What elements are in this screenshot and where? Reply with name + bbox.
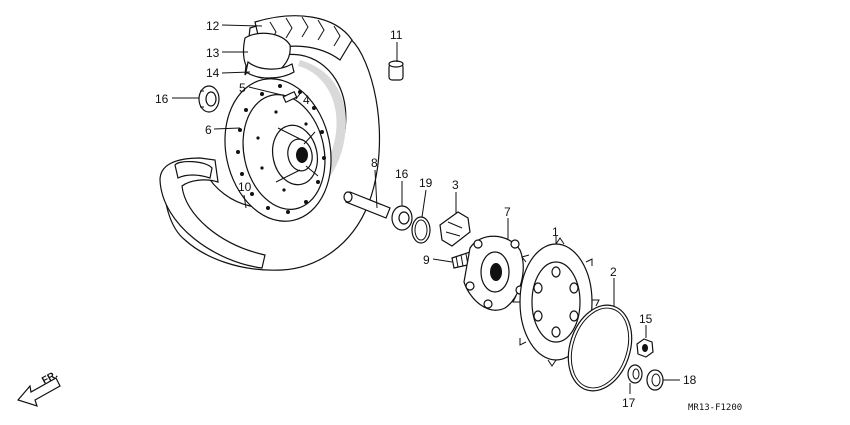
rim-band bbox=[245, 60, 295, 79]
callout-10: 10 bbox=[238, 180, 252, 194]
callout-16-middle: 16 bbox=[395, 167, 409, 181]
callout-2: 2 bbox=[610, 265, 617, 279]
callout-16-left: 16 bbox=[155, 92, 169, 106]
callout-11: 11 bbox=[390, 28, 403, 42]
callout-13: 13 bbox=[206, 46, 220, 60]
callout-15: 15 bbox=[639, 312, 653, 326]
leader-lines bbox=[172, 24, 680, 394]
bearing-left bbox=[198, 85, 220, 113]
chain-ring bbox=[567, 304, 633, 392]
callout-19: 19 bbox=[419, 176, 433, 190]
callout-17: 17 bbox=[622, 396, 636, 410]
diagram-code: MR13-F1200 bbox=[688, 403, 742, 413]
valve-stem bbox=[282, 90, 298, 104]
callout-18: 18 bbox=[683, 373, 697, 387]
callout-14: 14 bbox=[206, 66, 220, 80]
front-direction-arrow: FR. bbox=[16, 369, 61, 407]
seal bbox=[646, 369, 664, 391]
callout-7: 7 bbox=[504, 205, 511, 219]
callout-3: 3 bbox=[452, 178, 459, 192]
rear-wheel-assembly bbox=[159, 15, 381, 271]
sprocket-flange bbox=[463, 235, 525, 311]
callout-1: 1 bbox=[552, 225, 559, 239]
bearing-middle bbox=[391, 205, 413, 231]
callout-6: 6 bbox=[205, 123, 212, 137]
callout-8: 8 bbox=[371, 156, 378, 170]
callout-12: 12 bbox=[206, 19, 220, 33]
nut bbox=[636, 338, 654, 358]
callout-5: 5 bbox=[239, 81, 246, 95]
damper bbox=[439, 211, 471, 247]
wheel-hub bbox=[271, 124, 319, 186]
bearing-right bbox=[627, 364, 643, 384]
callout-4: 4 bbox=[303, 93, 310, 107]
tire bbox=[163, 19, 381, 271]
arrow-icon bbox=[16, 377, 61, 407]
callouts: 12 13 14 5 4 16 6 10 11 8 16 19 3 7 9 1 … bbox=[155, 19, 697, 410]
callout-9: 9 bbox=[423, 253, 430, 267]
collar bbox=[388, 60, 404, 81]
tire-section bbox=[159, 157, 266, 269]
